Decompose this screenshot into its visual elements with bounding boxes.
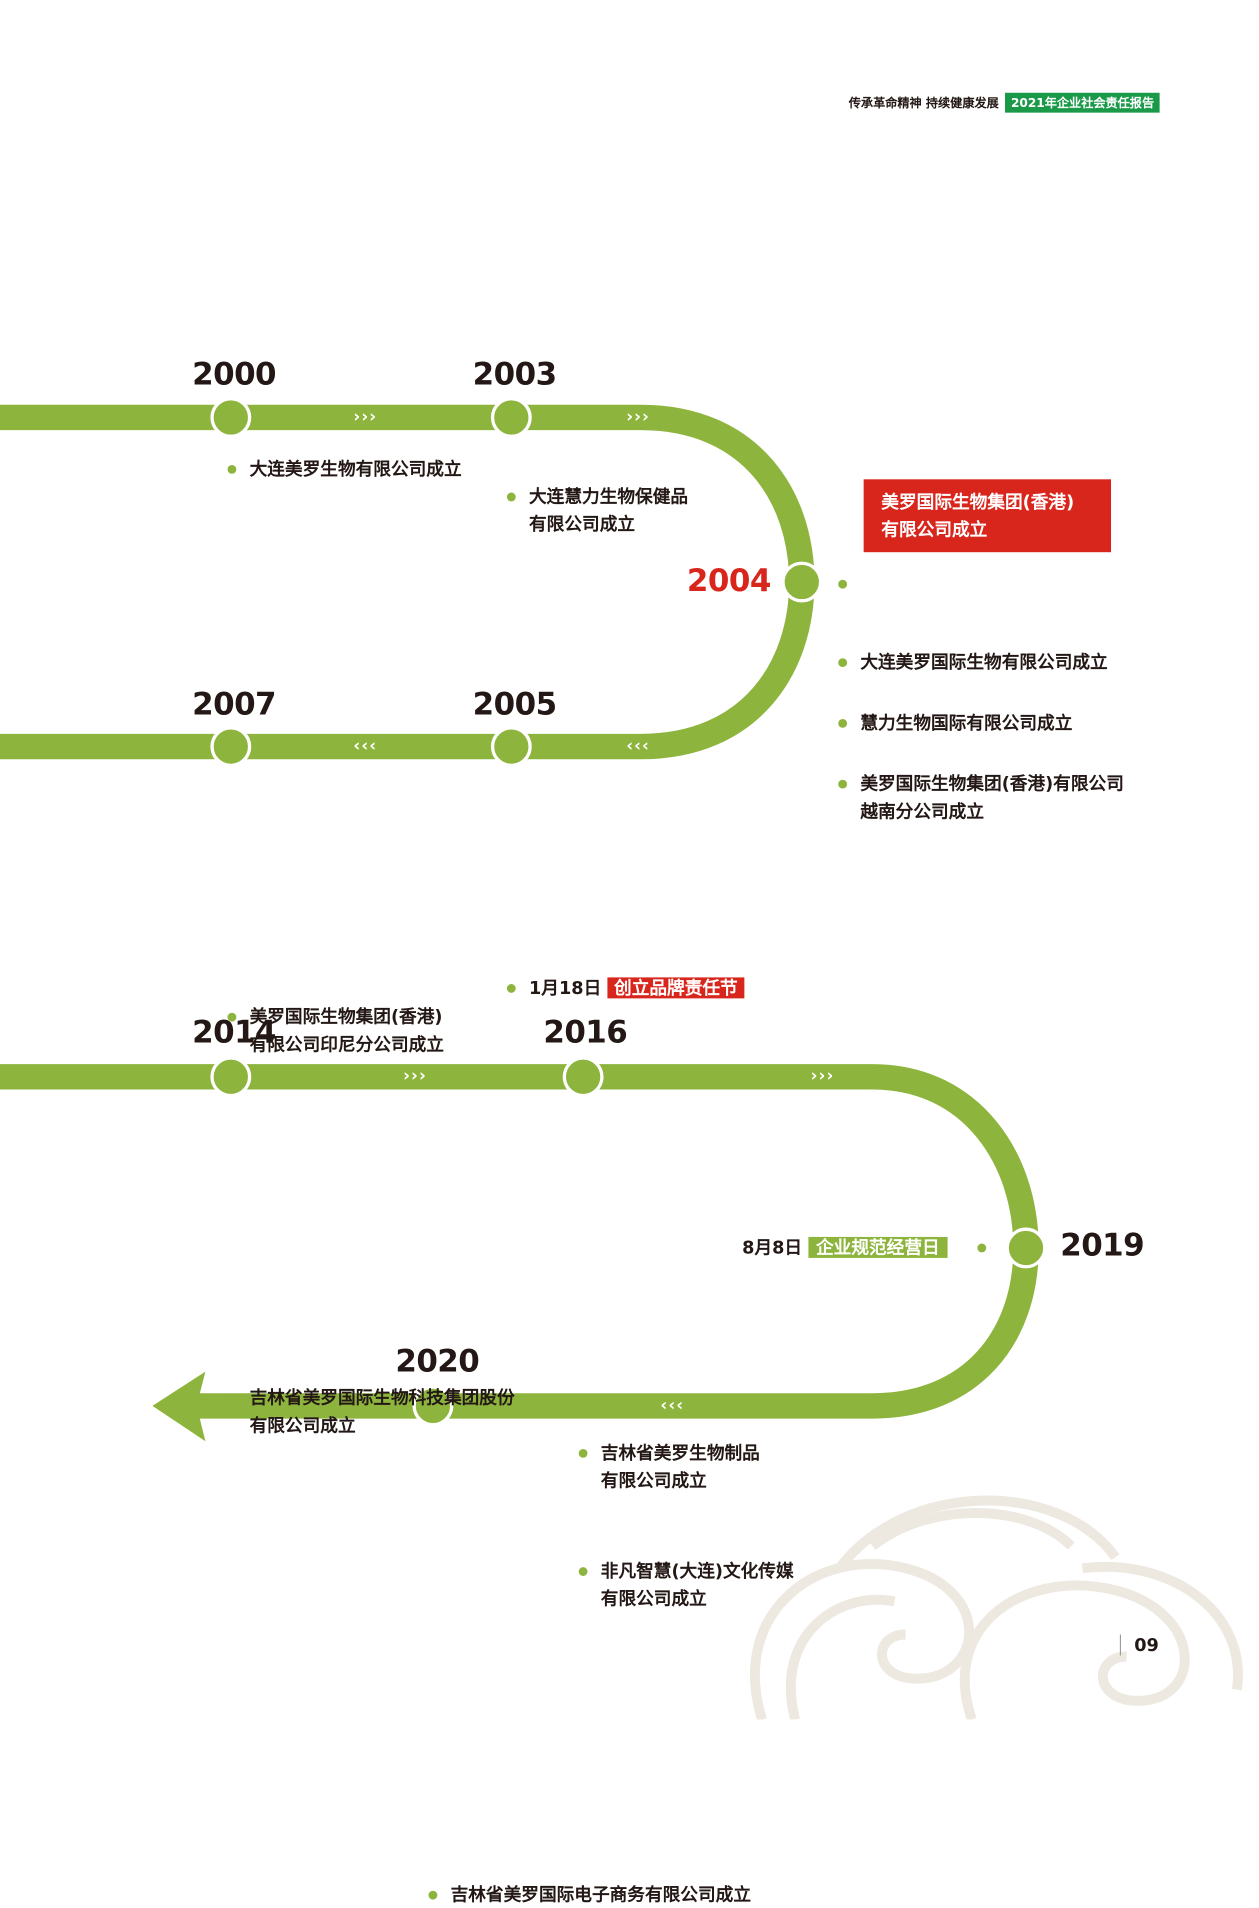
event-line: 越南分公司成立	[860, 800, 985, 822]
node-2016	[562, 1056, 604, 1098]
header-slogan: 传承革命精神 持续健康发展	[848, 96, 999, 111]
event-item: 大连慧力生物保健品有限公司成立	[505, 483, 1259, 538]
event-item: 美罗国际生物集团(香港) 有限公司印尼分公司成立	[225, 1003, 1259, 1058]
chevron-right-icon: ›››	[353, 406, 378, 427]
event-line: 吉林省美罗生物制品	[600, 1442, 760, 1464]
chevron-left-icon: ‹‹‹	[660, 1394, 685, 1415]
bullet-icon	[977, 1243, 987, 1253]
node-2004	[781, 561, 823, 603]
chevron-right-icon: ›››	[810, 1065, 835, 1086]
chevron-left-icon: ‹‹‹	[626, 735, 650, 756]
event-line: 非凡智慧(大连)文化传媒	[600, 1560, 794, 1582]
year-2007: 2007	[192, 685, 277, 723]
event-line: 有限公司成立	[600, 1588, 707, 1610]
event-line: 有限公司印尼分公司成立	[249, 1033, 444, 1055]
event-item: 非凡智慧(大连)文化传媒有限公司成立	[576, 1557, 1259, 1612]
event-line: 有限公司成立	[529, 513, 636, 535]
event-item: 美罗国际生物集团(香港)有限公司越南分公司成立	[836, 770, 1259, 825]
page-number: 09	[1119, 1634, 1159, 1656]
node-2005	[490, 726, 532, 768]
cloud-decoration	[750, 1495, 1243, 1720]
event-item: 慧力生物国际有限公司成立	[836, 709, 1259, 737]
page-header: 传承革命精神 持续健康发展 2021年企业社会责任报告	[848, 92, 1160, 113]
year-2019: 2019	[1060, 1226, 1145, 1264]
year-2005: 2005	[472, 685, 557, 723]
node-2003	[490, 397, 532, 438]
year-2016: 2016	[543, 1013, 628, 1051]
event-tag: 企业规范经营日	[808, 1236, 948, 1258]
event-item: 1月18日 创立品牌责任节	[505, 974, 1259, 1002]
report-tag: 2021年企业社会责任报告	[1005, 92, 1160, 113]
event-line: 吉林省美罗国际生物科技集团股份	[249, 1387, 515, 1409]
year-2014: 2014	[192, 1013, 277, 1051]
event-line: 美罗国际生物集团(香港)	[881, 491, 1075, 513]
year-2020: 2020	[395, 1342, 480, 1380]
node-2014	[210, 1056, 252, 1098]
node-2020	[412, 1385, 454, 1427]
node-2000	[210, 397, 252, 438]
chevron-right-icon: ›››	[403, 1065, 427, 1086]
event-item: 8月8日 企业规范经营日	[742, 1235, 948, 1262]
event-line: 有限公司成立	[881, 519, 988, 541]
event-item: 吉林省美罗国际生物科技集团股份有限公司成立	[225, 1384, 1259, 1439]
chevron-right-icon: ›››	[626, 406, 650, 427]
event-date: 1月18日	[529, 977, 602, 999]
event-item: 大连美罗生物有限公司成立	[225, 455, 1259, 483]
node-2019	[1005, 1227, 1047, 1269]
timeline-track	[0, 397, 1243, 1720]
arrow-head	[152, 1371, 206, 1442]
node-2007	[210, 726, 252, 768]
event-line: 有限公司成立	[249, 1414, 356, 1436]
event-line: 有限公司成立	[600, 1469, 707, 1491]
year-2000: 2000	[192, 355, 277, 393]
year-2003: 2003	[472, 355, 557, 393]
event-date: 8月8日	[742, 1236, 803, 1258]
event-item: 吉林省美罗国际电子商务有限公司成立	[426, 1881, 1259, 1908]
event-tag: 创立品牌责任节	[607, 977, 745, 999]
page: 传承革命精神 持续健康发展 2021年企业社会责任报告 ››› ››› ‹‹‹ …	[0, 92, 1259, 1905]
year-2004: 2004	[686, 562, 771, 599]
highlight-box: 美罗国际生物集团(香港) 有限公司成立	[863, 479, 1112, 553]
event-line: 美罗国际生物集团(香港)有限公司	[860, 773, 1124, 795]
event-line: 大连慧力生物保健品	[529, 485, 689, 507]
event-item: 大连美罗国际生物有限公司成立	[836, 648, 1259, 676]
event-line: 美罗国际生物集团(香港)	[249, 1006, 443, 1028]
chevron-left-icon: ‹‹‹	[353, 735, 378, 756]
event-item: 吉林省美罗生物制品有限公司成立	[576, 1439, 1259, 1494]
